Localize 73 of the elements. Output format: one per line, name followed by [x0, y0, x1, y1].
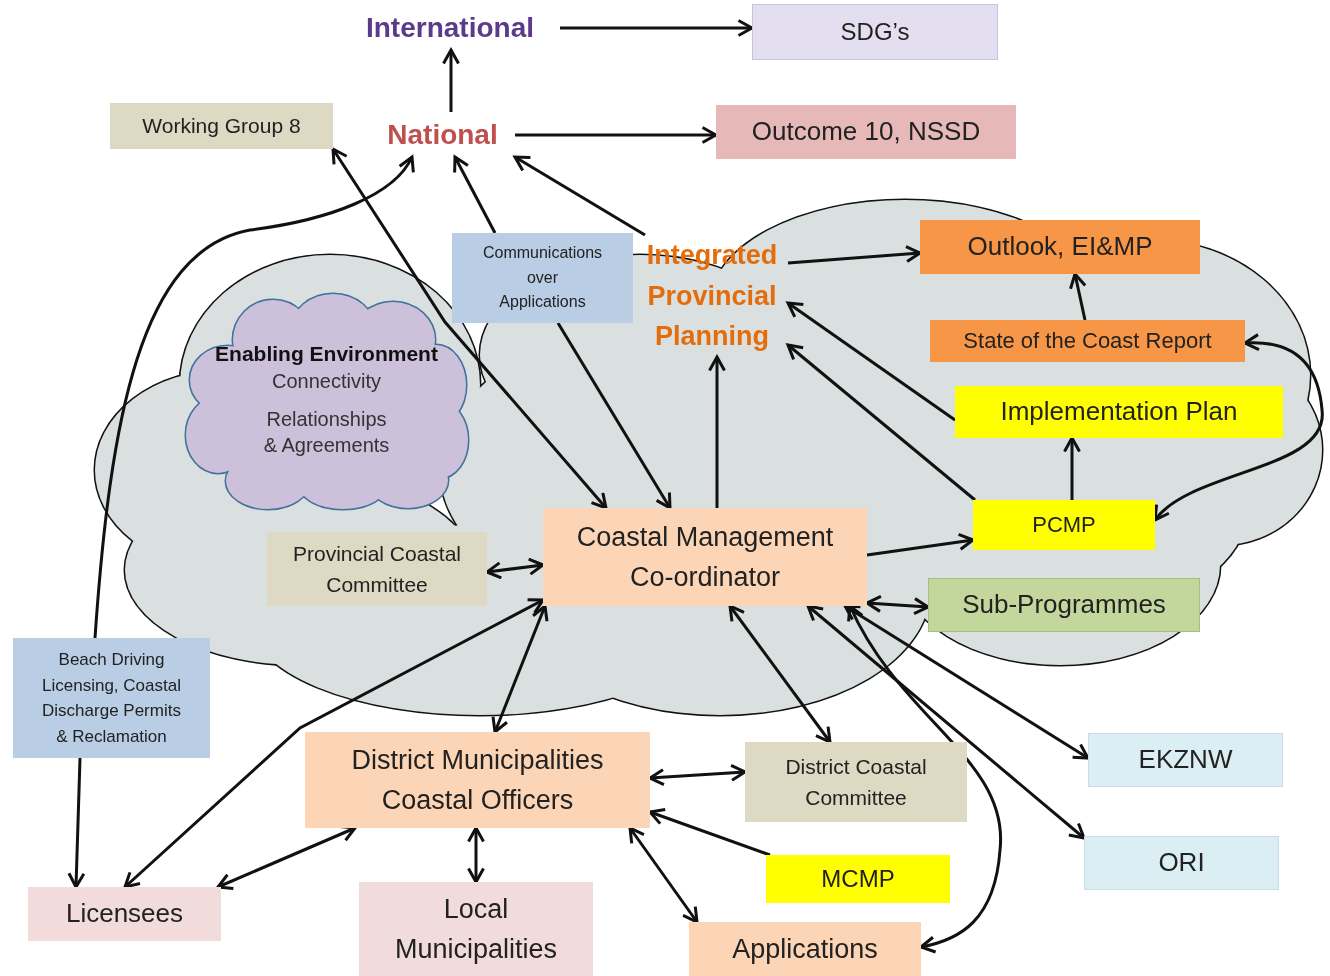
process-box	[13, 638, 210, 758]
process-box	[716, 105, 1016, 159]
arrow	[628, 826, 699, 924]
box-text: Sub-Programmes	[961, 589, 1167, 621]
process-box	[752, 4, 998, 60]
process-box	[930, 320, 1245, 362]
arrow	[467, 826, 485, 884]
cloud-text: Connectivity	[272, 369, 381, 394]
process-box	[305, 732, 650, 828]
process-box	[955, 386, 1283, 438]
process-box	[28, 887, 221, 941]
box-text: EKZNW	[1137, 744, 1234, 776]
arrow	[847, 604, 1002, 954]
box-text: SDG’s	[839, 17, 911, 47]
box-text: Coastal Management Co-ordinator	[575, 520, 835, 594]
box-text: Outlook, EI&MP	[966, 231, 1154, 263]
arrow	[1063, 436, 1081, 500]
arrow	[1069, 272, 1087, 321]
box-text: Outcome 10, NSSD	[750, 116, 982, 148]
arrow	[843, 604, 1090, 760]
box-text: PCMP	[1031, 511, 1097, 539]
arrow	[513, 155, 646, 237]
box-text: Implementation Plan	[999, 396, 1239, 428]
arrow	[93, 155, 414, 639]
arrow	[728, 604, 832, 744]
arrow	[123, 598, 545, 889]
arrow	[453, 155, 497, 234]
process-box	[267, 532, 487, 606]
box-text: State of the Coast Report	[962, 327, 1213, 355]
level-label: National	[386, 117, 499, 152]
cloud-text: Relationships & Agreements	[262, 407, 391, 458]
arrow	[1153, 333, 1324, 522]
arrow	[708, 355, 726, 508]
cloud-heading: Enabling Environment	[215, 342, 438, 366]
process-box	[973, 500, 1155, 550]
arrow	[491, 604, 549, 734]
process-box	[689, 922, 921, 976]
box-text: District Coastal Committee	[784, 753, 928, 811]
process-box	[1088, 733, 1283, 787]
box-text: Applications	[731, 932, 879, 966]
arrow	[556, 322, 672, 510]
level-label: International	[365, 11, 535, 45]
process-box	[928, 578, 1200, 632]
arrow	[560, 19, 754, 37]
box-text: Working Group 8	[141, 113, 302, 139]
process-box	[543, 508, 867, 606]
process-box	[920, 220, 1200, 274]
arrow	[786, 343, 976, 502]
arrow	[866, 532, 975, 557]
arrow	[786, 301, 956, 422]
process-box	[359, 882, 593, 976]
box-text: District Municipalities Coastal Officers	[350, 743, 605, 817]
box-text: MCMP	[820, 864, 896, 894]
process-box	[745, 742, 967, 822]
arrow	[806, 604, 1086, 840]
process-box	[1084, 836, 1279, 890]
arrow	[648, 763, 747, 787]
arrow	[485, 557, 545, 580]
arrow	[331, 147, 608, 510]
box-text: Licensees	[64, 898, 185, 930]
arrow	[515, 126, 718, 144]
box-text: Provincial Coastal Committee	[291, 540, 463, 598]
box-text: ORI	[1157, 847, 1206, 879]
box-text: Local Municipalities	[393, 892, 559, 966]
arrow	[442, 48, 460, 112]
box-text: Beach Driving Licensing, Coastal Discharge Permits & Reclamation	[41, 649, 182, 748]
arrow	[865, 594, 930, 616]
arrow	[67, 757, 86, 889]
process-box	[110, 103, 333, 149]
arrow	[648, 808, 771, 857]
arrow	[787, 245, 922, 265]
box-text: Communications over Applications	[481, 242, 604, 313]
process-box	[766, 855, 950, 903]
